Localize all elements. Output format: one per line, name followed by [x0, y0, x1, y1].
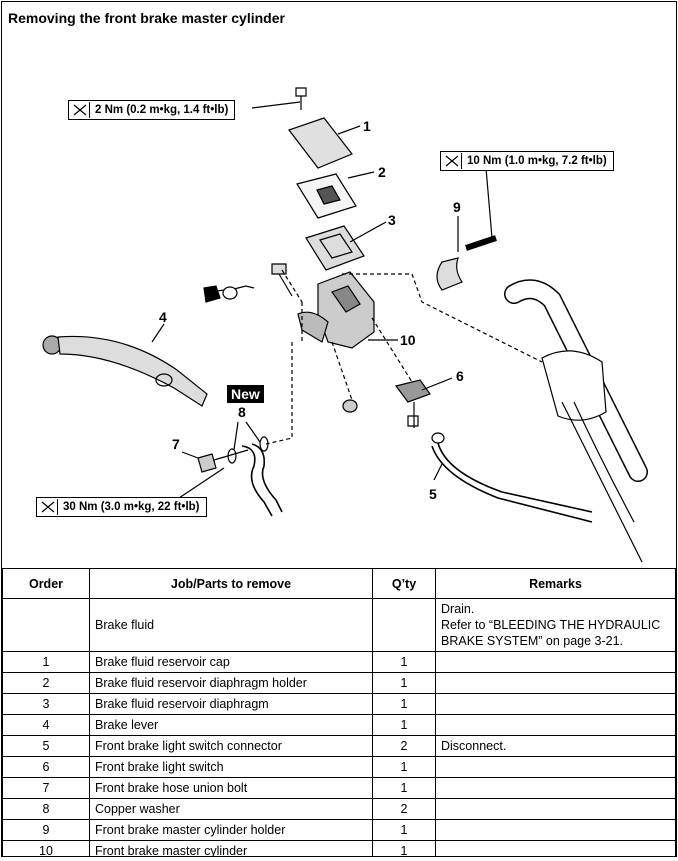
qty-cell: 1: [372, 777, 436, 799]
torque-label-holder-bolt: 10 Nm (1.0 m•kg, 7.2 ft•lb): [440, 151, 614, 171]
order-cell: 4: [2, 714, 90, 736]
job-cell: Front brake hose union bolt: [89, 777, 373, 799]
order-cell: [2, 598, 90, 652]
torque-label-cap-screw: 2 Nm (0.2 m•kg, 1.4 ft•lb): [68, 100, 236, 120]
job-cell: Brake fluid reservoir diaphragm: [89, 693, 373, 715]
order-cell: 5: [2, 735, 90, 757]
remarks-cell: [435, 777, 676, 799]
remarks-cell: [435, 651, 676, 673]
torque-wrench-icon: [71, 102, 90, 118]
table-row: Brake fluid Drain. Refer to “BLEEDING THE …: [2, 598, 676, 652]
qty-cell: 1: [372, 714, 436, 736]
header-job: Job/Parts to remove: [89, 568, 373, 599]
torque-value: 10 Nm (1.0 m•kg, 7.2 ft•lb): [467, 155, 607, 167]
qty-cell: 1: [372, 672, 436, 694]
job-cell: Front brake light switch connector: [89, 735, 373, 757]
remarks-line: BRAKE SYSTEM” on page 3-21.: [441, 634, 624, 648]
callout-3: 3: [388, 212, 396, 228]
job-cell: Brake fluid reservoir cap: [89, 651, 373, 673]
job-cell: Brake lever: [89, 714, 373, 736]
exploded-diagram: Removing the front brake master cylinder…: [2, 2, 676, 568]
qty-cell: 2: [372, 735, 436, 757]
callout-2: 2: [378, 164, 386, 180]
qty-cell: 2: [372, 798, 436, 820]
order-cell: 3: [2, 693, 90, 715]
remarks-cell: [435, 819, 676, 841]
callout-6: 6: [456, 368, 464, 384]
remarks-cell: Disconnect.: [435, 735, 676, 757]
torque-wrench-icon: [443, 153, 462, 169]
remarks-cell: [435, 840, 676, 856]
job-cell: Brake fluid reservoir diaphragm holder: [89, 672, 373, 694]
callout-1: 1: [363, 118, 371, 134]
table-body: Brake fluid Drain. Refer to “BLEEDING THE …: [2, 598, 676, 856]
qty-cell: 1: [372, 651, 436, 673]
torque-value: 30 Nm (3.0 m•kg, 22 ft•lb): [63, 501, 200, 513]
callout-7: 7: [172, 436, 180, 452]
order-cell: 10: [2, 840, 90, 856]
job-cell: Front brake light switch: [89, 756, 373, 778]
order-cell: 1: [2, 651, 90, 673]
job-cell: Front brake master cylinder holder: [89, 819, 373, 841]
new-part-badge: New: [227, 385, 264, 403]
callout-9: 9: [453, 199, 461, 215]
order-cell: 8: [2, 798, 90, 820]
order-cell: 2: [2, 672, 90, 694]
qty-cell: 1: [372, 819, 436, 841]
qty-cell: [372, 598, 436, 652]
header-order: Order: [2, 568, 90, 599]
job-cell: Front brake master cylinder: [89, 840, 373, 856]
header-qty: Q’ty: [372, 568, 436, 599]
torque-label-union-bolt: 30 Nm (3.0 m•kg, 22 ft•lb): [36, 497, 207, 517]
diagram-drawing: [42, 87, 648, 563]
job-cell: Copper washer: [89, 798, 373, 820]
job-cell: Brake fluid: [89, 598, 373, 652]
remarks-cell: [435, 714, 676, 736]
order-cell: 6: [2, 756, 90, 778]
remarks-line: Drain.: [441, 602, 475, 616]
order-cell: 7: [2, 777, 90, 799]
remarks-cell: [435, 756, 676, 778]
parts-table: Order Job/Parts to remove Q’ty Remarks B…: [2, 568, 676, 856]
callout-8: 8: [238, 404, 246, 420]
table-header-row: Order Job/Parts to remove Q’ty Remarks: [2, 568, 676, 599]
callout-5: 5: [429, 486, 437, 502]
torque-value: 2 Nm (0.2 m•kg, 1.4 ft•lb): [95, 104, 229, 116]
qty-cell: 1: [372, 840, 436, 856]
order-cell: 9: [2, 819, 90, 841]
qty-cell: 1: [372, 693, 436, 715]
header-remarks: Remarks: [435, 568, 676, 599]
callout-10: 10: [400, 332, 416, 348]
qty-cell: 1: [372, 756, 436, 778]
callout-4: 4: [159, 309, 167, 325]
remarks-line: Refer to “BLEEDING THE HYDRAULIC: [441, 618, 661, 632]
remarks-line: Disconnect.: [441, 739, 507, 753]
remarks-cell: [435, 693, 676, 715]
remarks-cell: [435, 672, 676, 694]
remarks-cell: Drain. Refer to “BLEEDING THE HYDRAULIC BR…: [435, 598, 676, 652]
torque-wrench-icon: [39, 499, 58, 515]
remarks-cell: [435, 798, 676, 820]
section-title: Removing the front brake master cylinder: [8, 10, 285, 26]
